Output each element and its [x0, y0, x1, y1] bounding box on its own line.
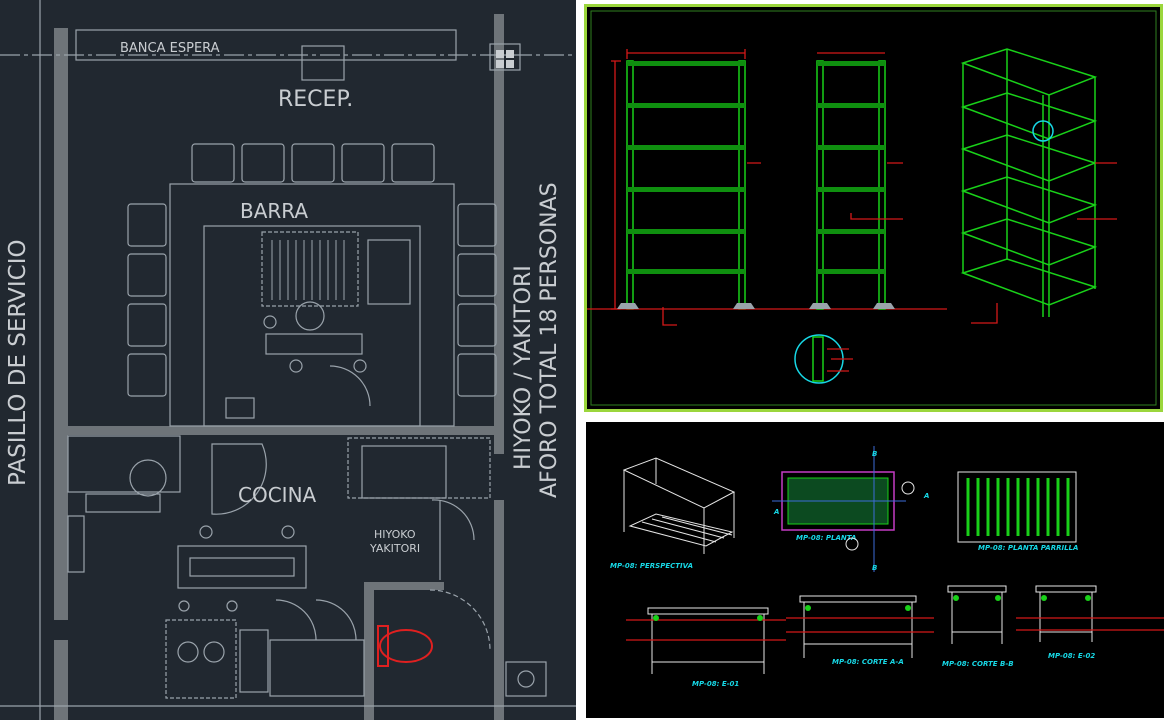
- left-wall: [54, 28, 68, 620]
- kitchen-cook: [129, 459, 167, 497]
- bar-door-swing: [329, 365, 371, 407]
- mark-b-bottom: B: [872, 564, 877, 572]
- double-door: [275, 599, 357, 641]
- toilet-tank: [377, 625, 389, 667]
- stove-side: [239, 629, 269, 693]
- burner-1: [177, 641, 199, 663]
- hiyoko-counter: [347, 437, 491, 499]
- floor-plan-drawing: BANCA ESPERA RECEP. BARRA: [0, 0, 576, 720]
- parrilla-slats: [966, 478, 1070, 536]
- floor-plan-panel: BANCA ESPERA RECEP. BARRA: [0, 0, 576, 720]
- hiyoko-unit: [361, 445, 447, 499]
- planta-section-lines: [772, 446, 906, 572]
- e01-label: MP-08: E-01: [692, 680, 739, 688]
- kitchen-sink-unit: [67, 435, 181, 493]
- planta-label: MP-08: PLANTA: [796, 534, 856, 542]
- shelf-detail: [794, 334, 853, 384]
- right-wall: [494, 14, 504, 454]
- inner-border: [590, 10, 1157, 406]
- bath-door-swing: [429, 589, 491, 651]
- recep-desk: [301, 45, 345, 81]
- kitchen-door: [211, 443, 267, 515]
- mark-a-left: A: [773, 508, 779, 516]
- right-title-2: AFORO TOTAL 18 PERSONAS: [537, 182, 562, 498]
- waiting-bench: [75, 29, 457, 61]
- planta-symbol-2: [845, 537, 859, 551]
- yakitori-label: YAKITORI: [369, 542, 420, 555]
- washbasin-bowl: [517, 670, 535, 688]
- bar-counter: [169, 183, 455, 427]
- outlet-3: [263, 315, 277, 329]
- outlet-4: [199, 525, 213, 539]
- bath-wall: [364, 582, 374, 720]
- table-drawing: MP-08: PERSPECTIVA MP-08: PLANTA B B A A…: [610, 446, 1164, 688]
- e02-label: MP-08: E-02: [1048, 652, 1095, 660]
- right-wall-lower: [494, 500, 504, 720]
- shelf-drawing: [587, 10, 1157, 406]
- planta-symbol: [901, 481, 915, 495]
- window-icon: [489, 43, 521, 71]
- pasillo-label: PASILLO DE SERVICIO: [5, 239, 31, 486]
- e02-elevation: [1016, 585, 1164, 642]
- left-wall-lower: [54, 640, 68, 720]
- shelf-feet: [617, 303, 895, 309]
- outlet-6: [178, 600, 190, 612]
- kitchen-grill-strip: [85, 493, 161, 513]
- washbasin: [505, 661, 547, 697]
- shelf-side-elevation: [816, 52, 903, 310]
- right-title-1: HIYOKO / YAKITORI: [511, 265, 536, 470]
- stools-top: [191, 143, 435, 183]
- mark-b-top: B: [872, 450, 877, 458]
- hiyoko-door: [431, 499, 475, 580]
- e01-elevation: [626, 607, 786, 674]
- recep-label: RECEP.: [278, 87, 353, 112]
- stools-left: [127, 203, 167, 397]
- bath-top-wall: [364, 582, 444, 590]
- shelf-front-elevation: [587, 49, 947, 326]
- corte-bb-section: [947, 585, 1007, 644]
- shelf-drawing-panel: [584, 4, 1163, 412]
- shelf-perspective: [960, 48, 1117, 324]
- table-perspective: [622, 457, 736, 554]
- corte-aa-label: MP-08: CORTE A-A: [832, 658, 904, 666]
- prep-table: [269, 639, 365, 697]
- parrilla-outline: [957, 471, 1077, 543]
- corte-aa-section: [786, 595, 934, 658]
- mark-a-right: A: [923, 492, 929, 500]
- stools-right: [457, 203, 497, 397]
- barra-label: BARRA: [240, 199, 308, 223]
- parrilla-label: MP-08: PLANTA PARRILLA: [978, 544, 1078, 552]
- burner-2: [203, 641, 225, 663]
- kitchen-top-wall: [54, 426, 498, 435]
- outlet-2: [353, 359, 367, 373]
- stove-unit: [165, 619, 237, 699]
- table-drawing-panel: MP-08: PERSPECTIVA MP-08: PLANTA B B A A…: [586, 422, 1164, 718]
- outlet-5: [281, 525, 295, 539]
- toilet-icon: [379, 629, 433, 663]
- bar-grill-strip: [265, 333, 363, 355]
- outlet-7: [226, 600, 238, 612]
- cocina-label: COCINA: [238, 483, 317, 507]
- small-sink: [225, 397, 255, 419]
- counter-grill: [189, 557, 295, 577]
- outlet-1: [289, 359, 303, 373]
- window-panes: [496, 50, 514, 68]
- perspectiva-label: MP-08: PERSPECTIVA: [610, 562, 693, 570]
- bar-grill: [261, 231, 359, 307]
- kitchen-rack: [67, 515, 85, 573]
- grill-slats: [271, 240, 345, 300]
- kitchen-counter: [177, 545, 307, 589]
- corte-bb-label: MP-08: CORTE B-B: [942, 660, 1014, 668]
- bar-inner: [203, 225, 421, 427]
- hiyoko-label: HIYOKO: [374, 528, 416, 541]
- banca-label: BANCA ESPERA: [120, 41, 220, 56]
- bar-sink: [367, 239, 411, 305]
- cook-figure: [295, 301, 325, 331]
